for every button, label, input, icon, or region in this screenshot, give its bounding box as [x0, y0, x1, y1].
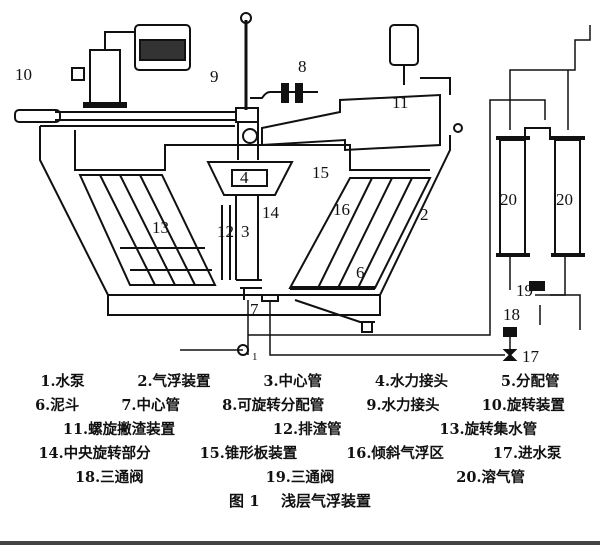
- label-4: 4: [240, 168, 249, 187]
- legend-item: 6.泥斗: [35, 396, 80, 414]
- label-13: 13: [152, 218, 169, 237]
- figure-caption: 图 1 浅层气浮装置: [0, 490, 600, 511]
- dissolved-air-tubes: [496, 127, 585, 257]
- label-20a: 20: [500, 190, 517, 209]
- label-2: 2: [420, 205, 429, 224]
- legend-row: 14.中央旋转部分 15.锥形板装置 16.倾斜气浮区 17.进水泵: [0, 440, 600, 464]
- water-pump-icon: [237, 344, 249, 356]
- label-7: 7: [250, 300, 259, 319]
- legend-row: 11.螺旋撇渣装置 12.排渣管 13.旋转集水管: [0, 416, 600, 440]
- legend-item: 2.气浮装置: [137, 372, 211, 390]
- legend-item: 17.进水泵: [492, 444, 562, 462]
- legend-item: 15.锥形板装置: [199, 444, 298, 462]
- legend-item: 8.可旋转分配管: [222, 396, 325, 414]
- left-inclined-plates: [78, 174, 217, 286]
- three-way-valve-19: [529, 281, 545, 291]
- legend-row: 18.三通阀 19.三通阀 20.溶气管: [0, 464, 600, 488]
- label-15: 15: [312, 163, 329, 182]
- label-8: 8: [298, 57, 307, 76]
- legend-item: 11.螺旋撇渣装置: [62, 420, 176, 438]
- label-1: 1: [252, 351, 258, 363]
- spiral-skimmer: [261, 24, 463, 152]
- label-11: 11: [392, 93, 408, 112]
- figure-number: 图 1: [229, 492, 260, 510]
- legend: 1.水泵 2.气浮装置 3.中心管 4.水力接头 5.分配管 6.泥斗 7.中心…: [0, 368, 600, 511]
- label-9: 9: [210, 67, 219, 86]
- label-18: 18: [503, 305, 520, 324]
- legend-item: 19.三通阀: [265, 468, 335, 486]
- legend-item: 1.水泵: [40, 372, 85, 390]
- right-inclined-plates: [288, 177, 432, 290]
- label-20b: 20: [556, 190, 573, 209]
- rotating-arm: [14, 109, 235, 127]
- label-6: 6: [356, 263, 365, 282]
- sludge-hopper: [261, 294, 375, 333]
- legend-item: 18.三通阀: [74, 468, 144, 486]
- flotation-tank: [39, 126, 451, 316]
- legend-row: 6.泥斗 7.中心管 8.可旋转分配管 9.水力接头 10.旋转装置: [0, 392, 600, 416]
- legend-item: 20.溶气管: [456, 468, 525, 486]
- legend-item: 5.分配管: [500, 372, 560, 390]
- legend-item: 16.倾斜气浮区: [346, 444, 444, 462]
- label-19: 19: [516, 281, 533, 300]
- three-way-valve-18: [503, 327, 517, 337]
- central-column: [206, 12, 318, 300]
- legend-item: 9.水力接头: [366, 396, 440, 414]
- label-14: 14: [262, 203, 280, 222]
- flotation-device-diagram: 10 9 8 11 4 15 16 14 2 20 20 13 12 3 6 1…: [14, 12, 591, 366]
- bottom-divider: [0, 541, 600, 545]
- legend-item: 4.水力接头: [374, 372, 449, 390]
- legend-item: 14.中央旋转部分: [38, 444, 151, 462]
- label-17: 17: [522, 347, 540, 366]
- label-3: 3: [241, 222, 250, 241]
- legend-item: 7.中心管: [121, 396, 180, 414]
- legend-item: 10.旋转装置: [481, 396, 565, 414]
- rotation-motor: [71, 24, 191, 108]
- legend-item: 12.排渣管: [272, 420, 342, 438]
- legend-item: 13.旋转集水管: [439, 420, 538, 438]
- legend-row: 1.水泵 2.气浮装置 3.中心管 4.水力接头 5.分配管: [0, 368, 600, 392]
- legend-item: 3.中心管: [263, 372, 323, 390]
- label-12: 12: [217, 222, 234, 241]
- label-16: 16: [333, 200, 350, 219]
- figure-title: 浅层气浮装置: [280, 492, 371, 510]
- inlet-pump-icon: [502, 349, 518, 361]
- piping: [180, 25, 591, 356]
- label-10: 10: [15, 65, 32, 84]
